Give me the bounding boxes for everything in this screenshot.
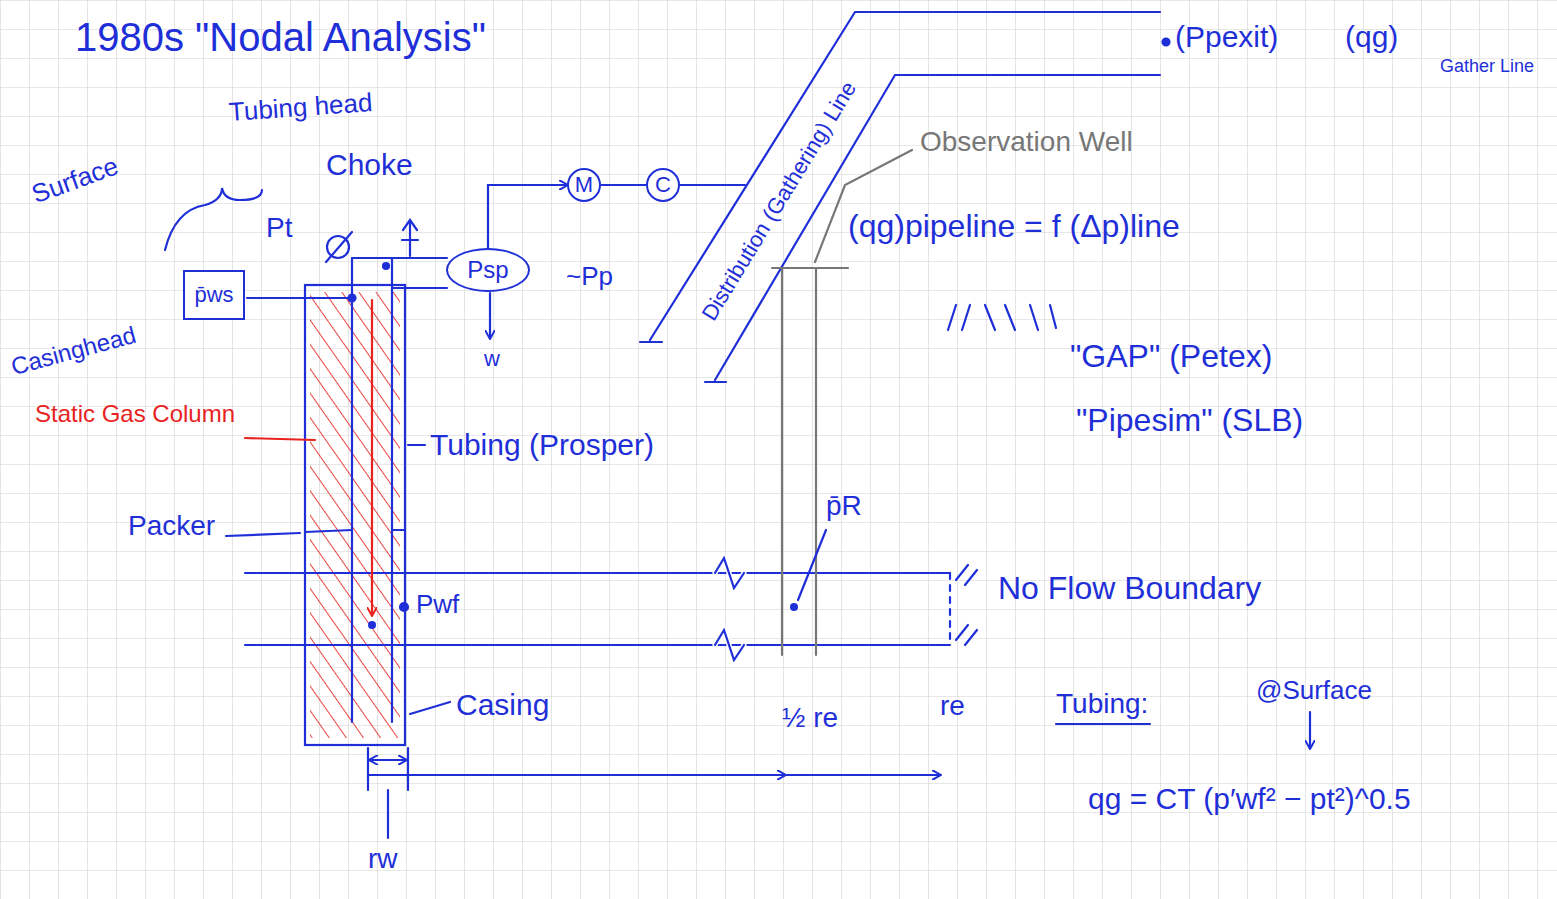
label: ~Pp [566, 262, 613, 292]
equipment-circle: M [567, 168, 601, 202]
label: (qg)pipeline = f (Δp)line [848, 208, 1180, 245]
label: qg = CT (p′wf² − pt²)^0.5 [1088, 782, 1411, 817]
label: Casing [456, 688, 549, 723]
label: rw [368, 843, 398, 875]
label: "Pipesim" (SLB) [1076, 402, 1303, 439]
label: Pt [266, 212, 292, 244]
label: re [940, 690, 965, 722]
label: Packer [128, 510, 215, 542]
label: "GAP" (Petex) [1070, 338, 1272, 375]
pressure-gauge-box: p̄ws [183, 270, 245, 320]
label: Pwf [416, 590, 459, 620]
pipe-connector [601, 184, 646, 186]
label: (Ppexit) [1175, 20, 1278, 55]
label: Observation Well [920, 126, 1133, 158]
label: Tubing: [1056, 688, 1148, 720]
label: No Flow Boundary [998, 570, 1261, 607]
label: @Surface [1256, 676, 1372, 706]
node-text: C [655, 173, 671, 197]
label: (qg) [1345, 20, 1398, 55]
label: p̄R [826, 490, 862, 522]
pipe-connector [488, 185, 567, 248]
label: Choke [326, 148, 413, 183]
label: Gather Line [1432, 56, 1542, 77]
equipment-circle: C [646, 168, 680, 202]
label: Static Gas Column [30, 400, 240, 428]
label: ½ re [782, 702, 838, 734]
label: Tubing (Prosper) [430, 428, 654, 463]
label: w [484, 346, 500, 371]
node-text: M [575, 173, 593, 197]
node-text: p̄ws [194, 283, 233, 307]
node-text: Psp [467, 257, 508, 283]
title: 1980s "Nodal Analysis" [75, 14, 486, 60]
separator: Psp [446, 248, 530, 292]
